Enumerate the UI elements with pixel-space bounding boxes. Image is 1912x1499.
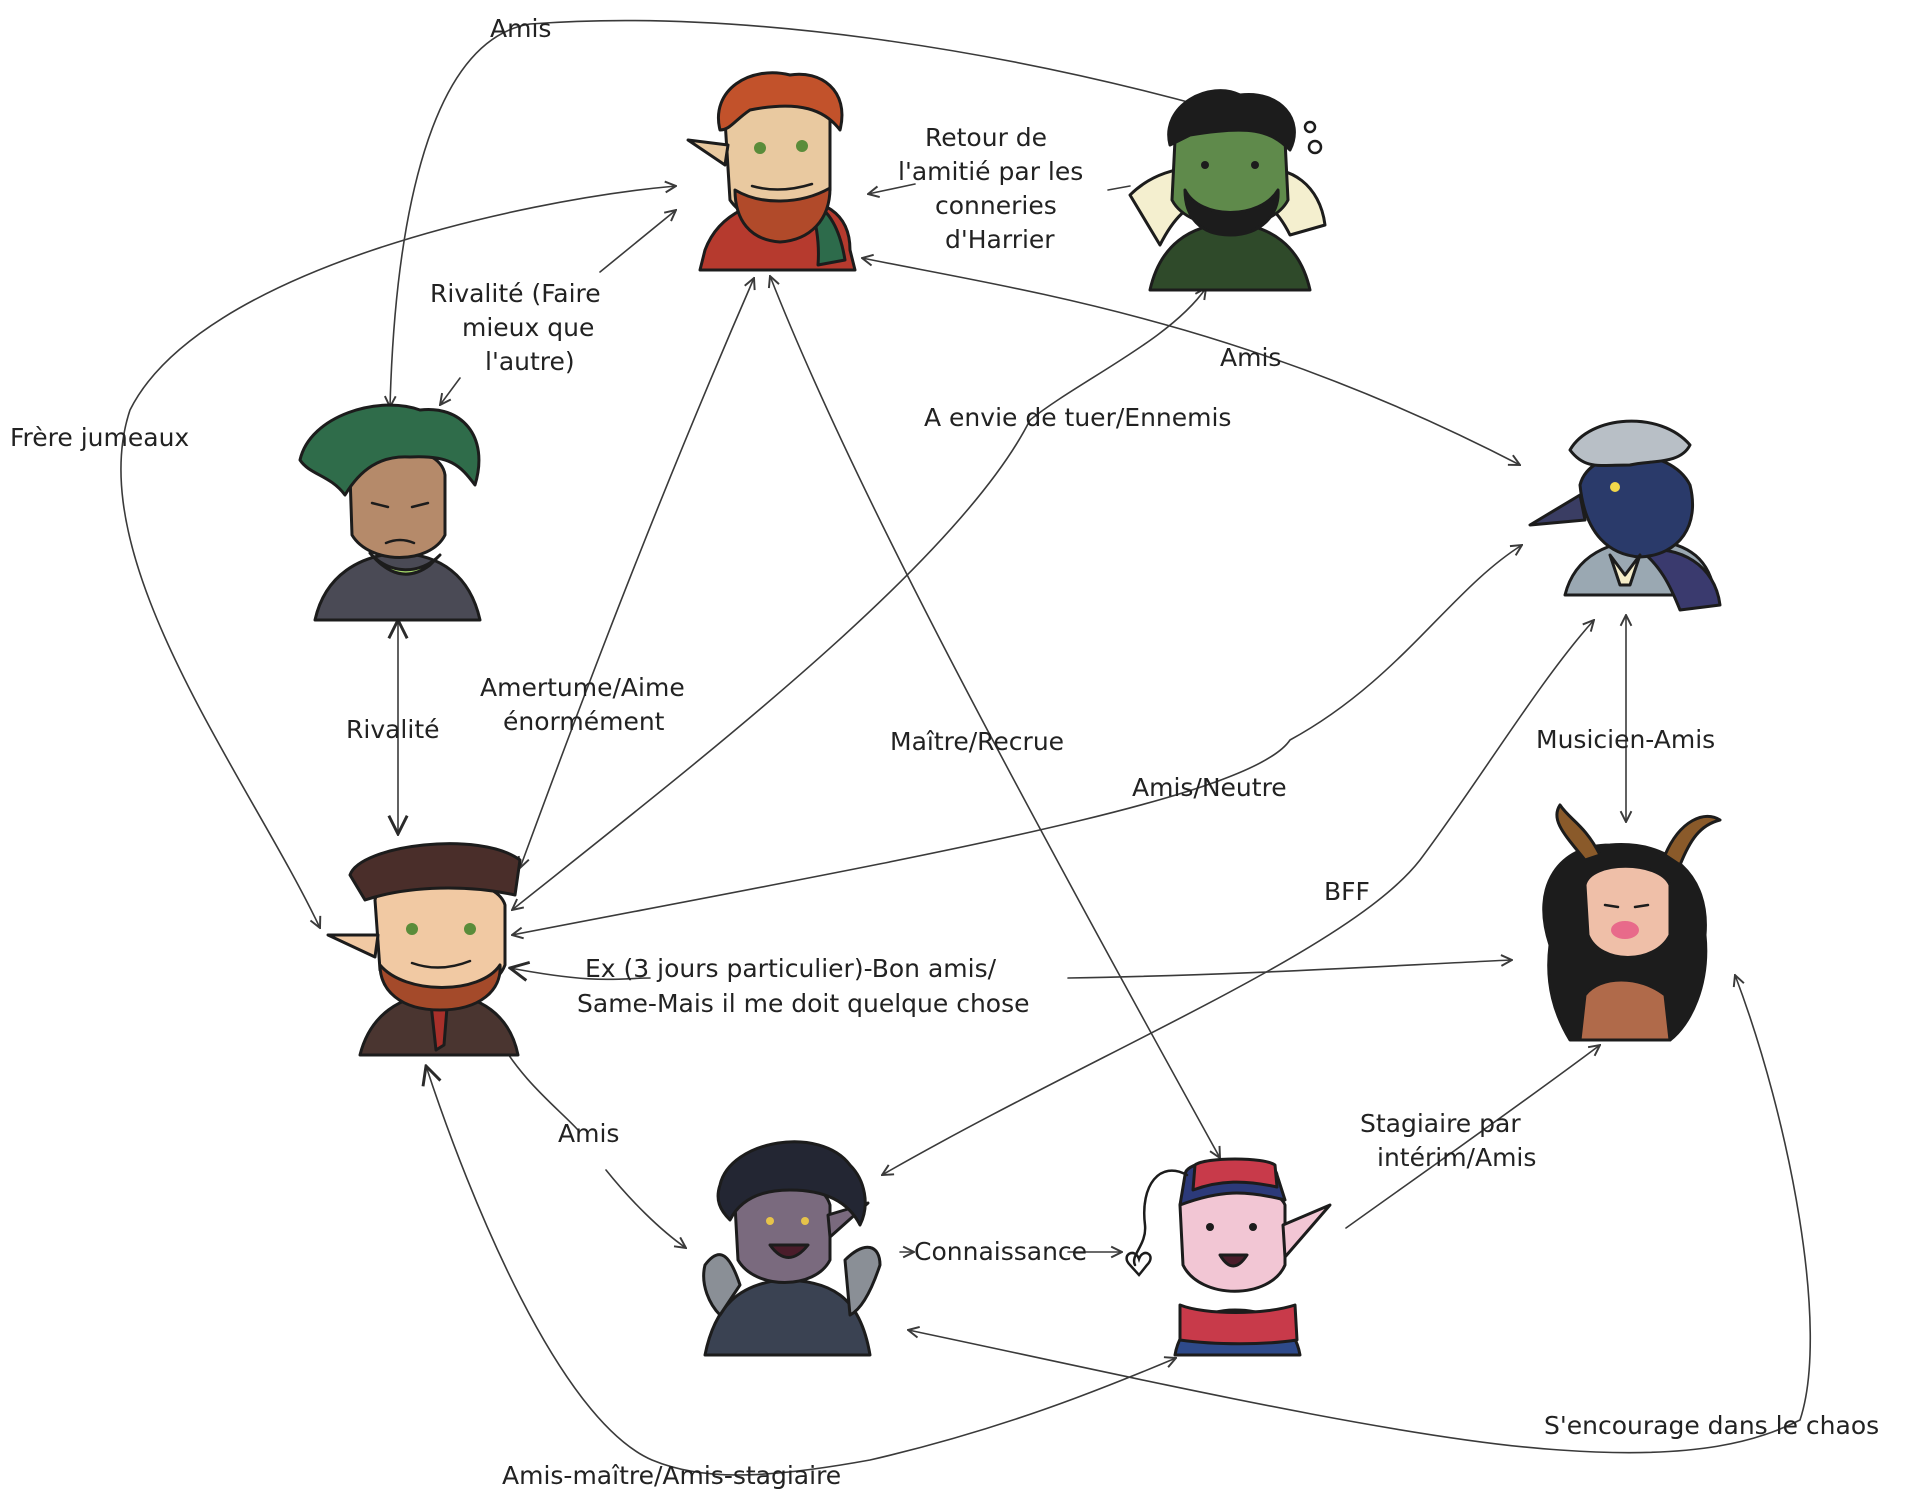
- horned-tiefling-portrait: [1542, 803, 1722, 1042]
- label-retour-2: l'amitié par les: [898, 157, 1083, 186]
- label-amis-right: Amis: [1220, 343, 1281, 372]
- label-retour-4: d'Harrier: [945, 225, 1055, 254]
- relationship-labels: Amis Retour de l'amitié par les connerie…: [10, 14, 1879, 1490]
- edges: [120, 19, 1812, 1476]
- label-retour-3: conneries: [935, 191, 1057, 220]
- label-connaissance: Connaissance: [914, 1237, 1087, 1266]
- label-ex-2: Same-Mais il me doit quelque chose: [577, 989, 1030, 1018]
- label-maitre-recrue: Maître/Recrue: [890, 727, 1064, 756]
- blue-crow-folk-portrait: [1528, 419, 1722, 612]
- edge-sencourage: [908, 975, 1812, 1454]
- label-amertume-2: énormément: [503, 707, 665, 736]
- red-haired-elf-portrait: [686, 71, 857, 272]
- label-musicien-amis: Musicien-Amis: [1536, 725, 1715, 754]
- label-amis-neutre: Amis/Neutre: [1132, 773, 1287, 802]
- label-stagiaire-2: intérim/Amis: [1377, 1143, 1536, 1172]
- green-orc-portrait: [1128, 89, 1327, 292]
- label-retour-1: Retour de: [925, 123, 1047, 152]
- elf-with-cap-portrait: [326, 842, 522, 1057]
- edge-envie-de-tuer: [512, 288, 1206, 910]
- label-ex-1: Ex (3 jours particulier)-Bon amis/: [585, 954, 997, 983]
- label-sencourage: S'encourage dans le chaos: [1544, 1411, 1879, 1440]
- label-amertume-1: Amertume/Aime: [480, 673, 685, 702]
- label-amis-maitre: Amis-maître/Amis-stagiaire: [502, 1461, 841, 1490]
- label-rivalite: Rivalité: [346, 715, 440, 744]
- edge-retour-amitie-tail: [1107, 185, 1131, 191]
- label-stagiaire-1: Stagiaire par: [1360, 1109, 1521, 1138]
- edge-amis-maitre: [426, 1066, 1176, 1476]
- label-frere-jumeaux: Frère jumeaux: [10, 423, 189, 452]
- label-rivalite-faire-2: mieux que: [462, 313, 594, 342]
- green-haired-elf-portrait: [298, 403, 482, 622]
- edge-retour-amitie: [868, 183, 916, 194]
- label-amis-top: Amis: [490, 14, 551, 43]
- label-amis-low: Amis: [558, 1119, 619, 1148]
- edge-frere-jumeaux: [120, 186, 676, 928]
- dark-haired-elf-portrait: [702, 1140, 882, 1357]
- edge-bff: [882, 620, 1594, 1175]
- label-envie-de-tuer: A envie de tuer/Ennemis: [924, 403, 1231, 432]
- label-rivalite-faire-3: l'autre): [485, 347, 575, 376]
- label-rivalite-faire-1: Rivalité (Faire: [430, 279, 601, 308]
- pink-elf-with-hat-portrait: [1125, 1157, 1332, 1357]
- label-bff: BFF: [1324, 877, 1370, 906]
